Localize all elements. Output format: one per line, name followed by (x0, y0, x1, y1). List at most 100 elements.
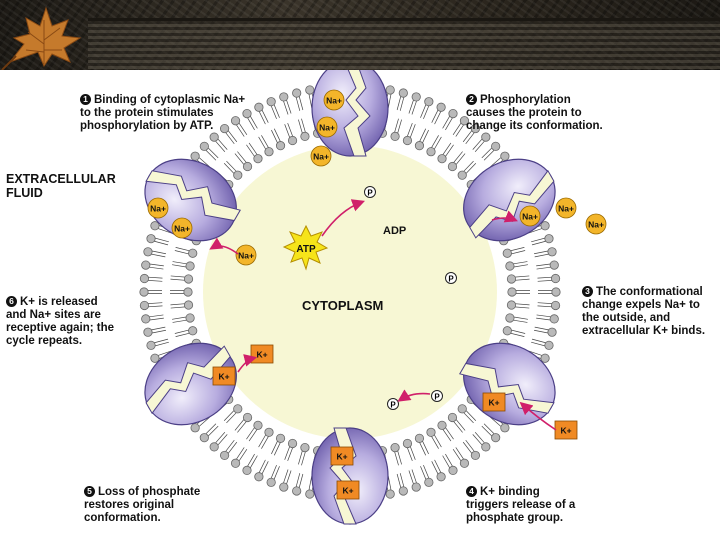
lipid-head (426, 427, 436, 437)
lipid-head (233, 404, 243, 414)
lipid-head (209, 442, 219, 452)
lipid-head (424, 97, 434, 107)
autumn-leaf-icon (1, 6, 82, 70)
step-number-badge: 4 (466, 486, 477, 497)
lipid-head (426, 147, 436, 157)
protein-channel (459, 362, 555, 414)
step-number-badge: 1 (80, 94, 91, 105)
lipid-head (139, 273, 150, 284)
extracellular-fluid-label: EXTRACELLULAR FLUID (6, 172, 116, 200)
step-number-badge: 2 (466, 94, 477, 105)
sodium-ion (519, 205, 541, 227)
lipid-head (411, 92, 421, 102)
lipid-head (292, 486, 302, 496)
lipid-head (253, 154, 263, 164)
sodium-ion (585, 213, 607, 235)
lipid-head (544, 340, 554, 350)
lipid-head (279, 92, 289, 102)
lipid-head (219, 123, 230, 134)
lipid-head (540, 221, 550, 231)
lipid-head (292, 88, 302, 98)
sodium-ion (235, 244, 257, 266)
protein-channel (145, 345, 231, 415)
pump-protein (144, 342, 237, 426)
potassium-ion-label: K+ (256, 350, 267, 360)
lipid-head (139, 287, 149, 297)
lipid-head (300, 131, 310, 141)
lipid-head (436, 102, 446, 112)
lipid-head (457, 404, 467, 414)
sodium-ion (147, 197, 169, 219)
lipid-head (411, 482, 421, 492)
lipid-head (188, 326, 198, 336)
lipid-head (506, 274, 517, 284)
lipid-head (287, 135, 298, 146)
sodium-ion (171, 217, 193, 239)
lipid-head (150, 353, 160, 363)
lipid-head (185, 261, 195, 271)
diagram-panel: Na+Na+Na+Na+Na+Na+Na+Na+Na+K+K+K+K+K+K+ … (0, 70, 720, 540)
atp-to-adp-arrow (321, 199, 366, 237)
potassium-ion (212, 366, 236, 386)
lipid-head (500, 151, 510, 161)
sodium-ion (310, 145, 332, 167)
lipid-head (491, 141, 501, 151)
lipid-head (300, 443, 310, 453)
lipid-head (398, 486, 408, 496)
lipid-head (544, 234, 554, 244)
title-banner (0, 0, 720, 70)
svg-text:P: P (390, 401, 396, 410)
lipid-head (190, 151, 200, 161)
lipid-head (457, 170, 467, 180)
lipid-head (470, 450, 481, 461)
lipid-head (185, 313, 195, 323)
phosphate-circle: P (445, 272, 457, 284)
lipid-head (230, 458, 241, 468)
lipid-head (390, 131, 400, 141)
lipid-head (141, 314, 151, 324)
lipid-head (436, 472, 446, 482)
lipid-head (287, 438, 298, 449)
lipid-head (254, 102, 264, 112)
pump-protein (144, 158, 241, 242)
potassium-ion-label: K+ (560, 426, 571, 436)
lipid-head (500, 423, 510, 433)
na-expel-arrow (491, 210, 518, 223)
lipid-head (199, 433, 209, 443)
lipid-head (502, 326, 512, 336)
lipid-head (190, 423, 200, 433)
lipid-head (139, 300, 150, 311)
protein-channel (469, 169, 555, 239)
lipid-head (459, 116, 470, 126)
lipid-head (424, 477, 434, 487)
k-bind-arrow (519, 401, 557, 431)
potassium-ion (482, 392, 506, 412)
lipid-head (275, 141, 286, 151)
lipid-head (150, 221, 160, 231)
potassium-ion (330, 446, 354, 466)
lipid-head (481, 132, 491, 142)
lipid-head (437, 420, 447, 430)
na-binding-arrow (209, 237, 239, 255)
lipid-head (199, 141, 209, 151)
pump-protein (311, 427, 389, 525)
lipid-head (414, 141, 425, 151)
sodium-ion-label: Na+ (174, 224, 190, 234)
lipid-head (242, 161, 253, 172)
phosphate-release-arrow (397, 389, 431, 402)
lipid-head (414, 433, 425, 443)
potassium-ion-label: K+ (488, 398, 499, 408)
lipid-head (146, 234, 156, 244)
lipid-head (447, 412, 458, 423)
pump-protein (311, 70, 389, 157)
potassium-ion-label: K+ (336, 452, 347, 462)
lipid-head (505, 261, 515, 271)
lipid-head (385, 489, 395, 499)
sodium-potassium-pump-diagram: Na+Na+Na+Na+Na+Na+Na+Na+Na+K+K+K+K+K+K+ … (139, 70, 607, 525)
svg-text:P: P (367, 189, 373, 198)
lipid-head (547, 327, 557, 337)
